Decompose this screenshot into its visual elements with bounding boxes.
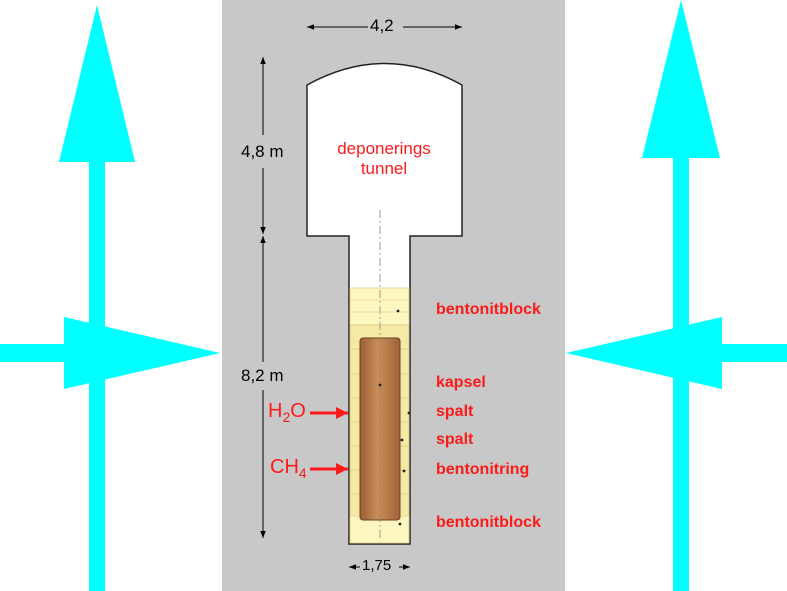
bentonite-ring-label: bentonitring bbox=[436, 461, 530, 478]
dimension-lines bbox=[260, 24, 462, 570]
hole-depth-label: 8,2 m bbox=[241, 366, 284, 385]
bentonite-block-top bbox=[349, 287, 410, 326]
right-horizontal-shaft bbox=[717, 344, 787, 362]
right-flow-arrows bbox=[566, 0, 787, 591]
hole-width-label: 1,75 bbox=[362, 557, 392, 574]
methane-label: CH4 bbox=[270, 456, 307, 481]
tunnel-label-line1: deponerings bbox=[337, 139, 431, 158]
methane-base: CH bbox=[270, 456, 299, 478]
horizontal-flow-arrow bbox=[64, 317, 220, 389]
tunnel-label: deponerings tunnel bbox=[320, 139, 448, 179]
water-subscript: 2 bbox=[282, 409, 291, 425]
water-suffix: O bbox=[290, 400, 306, 422]
bentonite-block-top-label: bentonitblock bbox=[436, 301, 541, 318]
horizontal-flow-arrow bbox=[566, 317, 722, 389]
tunnel-label-line2: tunnel bbox=[360, 159, 408, 178]
methane-subscript: 4 bbox=[298, 465, 307, 481]
label-leaders bbox=[378, 309, 411, 526]
upward-flow-arrow bbox=[59, 5, 135, 162]
left-flow-arrows bbox=[0, 5, 220, 591]
canister-label: kapsel bbox=[436, 374, 486, 391]
bentonite-block-bottom-label: bentonitblock bbox=[436, 514, 541, 531]
upward-flow-arrow bbox=[642, 0, 720, 158]
water-label: H2O bbox=[268, 400, 306, 425]
water-base: H bbox=[268, 400, 283, 422]
gap-outer-label: spalt bbox=[436, 403, 474, 420]
left-horizontal-shaft bbox=[0, 344, 70, 362]
tunnel-height-label: 4,8 m bbox=[241, 142, 284, 161]
tunnel-width-label: 4,2 bbox=[370, 16, 394, 35]
gap-inner-label: spalt bbox=[436, 431, 474, 448]
